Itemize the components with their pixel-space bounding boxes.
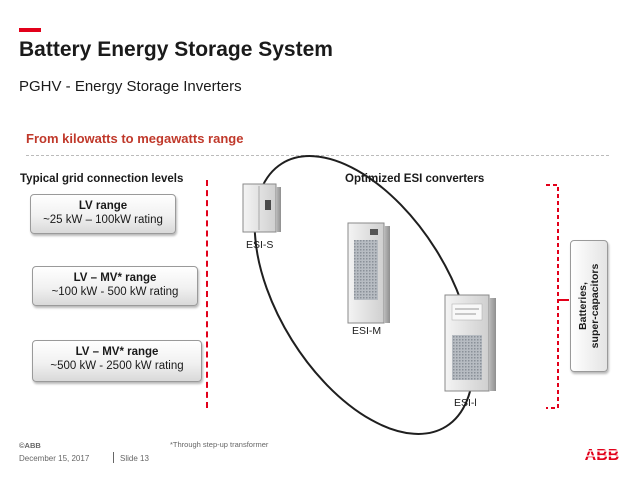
logo-text: ABB bbox=[585, 447, 620, 462]
esi-s-cabinet-icon bbox=[242, 183, 281, 233]
esi-l-cabinet-icon bbox=[444, 294, 496, 392]
slide-subtitle: PGHV - Energy Storage Inverters bbox=[19, 78, 242, 95]
slide-number: Slide 13 bbox=[120, 454, 149, 463]
esi-range-ellipse bbox=[253, 155, 475, 435]
storage-box: Batteries, super-capacitors bbox=[570, 240, 608, 372]
accent-bar bbox=[19, 28, 41, 32]
esi-converters-heading: Optimized ESI converters bbox=[345, 173, 485, 185]
storage-line-2: super-capacitors bbox=[589, 263, 601, 349]
range-rating: ~500 kW - 2500 kW rating bbox=[50, 360, 184, 372]
esi-m-cabinet-icon bbox=[347, 222, 390, 324]
range-box-lv-mv-1: LV – MV* range ~100 kW - 500 kW rating bbox=[32, 266, 198, 306]
storage-text: Batteries, super-capacitors bbox=[577, 264, 601, 349]
abb-logo-icon: ABB bbox=[583, 447, 621, 462]
converter-bracket bbox=[546, 184, 559, 409]
range-rating: ~100 kW - 500 kW rating bbox=[51, 286, 179, 298]
grid-levels-heading: Typical grid connection levels bbox=[20, 173, 184, 185]
slide-date: December 15, 2017 bbox=[19, 454, 90, 463]
range-box-lv: LV range ~25 kW – 100kW rating bbox=[30, 194, 176, 234]
esi-l-label: ESI-l bbox=[454, 397, 477, 409]
range-box-lv-mv-2: LV – MV* range ~500 kW - 2500 kW rating bbox=[32, 340, 202, 382]
esi-m-label: ESI-M bbox=[352, 325, 382, 337]
range-rating: ~25 kW – 100kW rating bbox=[43, 214, 163, 226]
footer-separator bbox=[113, 452, 114, 463]
range-title: LV range bbox=[78, 200, 128, 212]
red-divider bbox=[206, 180, 208, 408]
range-banner: From kilowatts to megawatts range bbox=[26, 131, 244, 146]
footnote: *Through step-up transformer bbox=[170, 440, 269, 449]
copyright: ©ABB bbox=[19, 441, 41, 450]
range-title: LV – MV* range bbox=[75, 346, 159, 358]
storage-line-1: Batteries, bbox=[577, 282, 589, 330]
esi-s-label: ESI-S bbox=[246, 239, 274, 251]
range-title: LV – MV* range bbox=[73, 272, 157, 284]
slide-title: Battery Energy Storage System bbox=[19, 38, 333, 61]
